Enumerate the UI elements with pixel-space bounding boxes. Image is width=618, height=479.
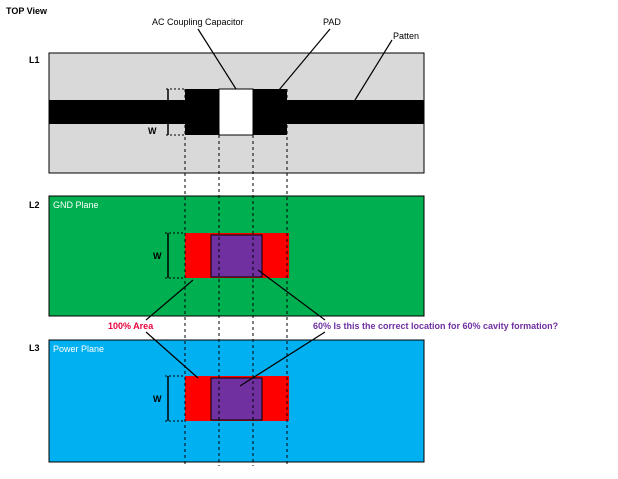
area-60-leader-l2	[257, 269, 326, 321]
capacitor-body	[218, 88, 254, 136]
layer-id-l1: L1	[29, 55, 40, 65]
pattern-leader	[354, 39, 393, 101]
area-60-leader-l3	[239, 331, 326, 387]
l3-width-dimension	[165, 375, 185, 422]
l3-width-label: W	[153, 394, 162, 404]
l2-width-label: W	[153, 251, 162, 261]
l1-width-dimension	[166, 88, 185, 136]
area-100-note: 100% Area	[108, 321, 154, 331]
area-60-note: 60% Is this the correct location for 60%…	[313, 321, 559, 331]
capacitor-leader	[197, 28, 237, 90]
layer-id-l2: L2	[29, 200, 40, 210]
projection-lines	[184, 89, 288, 466]
gnd-plane-label: GND Plane	[53, 200, 99, 210]
capacitor-label: AC Coupling Capacitor	[152, 17, 244, 27]
pad-left	[185, 89, 219, 135]
area-100-leader-l3	[145, 331, 199, 379]
pad-right	[253, 89, 287, 135]
power-plane-label: Power Plane	[53, 344, 105, 354]
layer-id-l3: L3	[29, 343, 40, 353]
pad-label: PAD	[323, 17, 341, 27]
l2-width-dimension	[165, 232, 185, 279]
pattern-label: Patten	[393, 31, 420, 41]
pad-leader	[278, 28, 331, 91]
l1-width-label: W	[148, 126, 157, 136]
page-title: TOP View	[6, 6, 48, 16]
area-100-leader-l2	[145, 279, 194, 321]
